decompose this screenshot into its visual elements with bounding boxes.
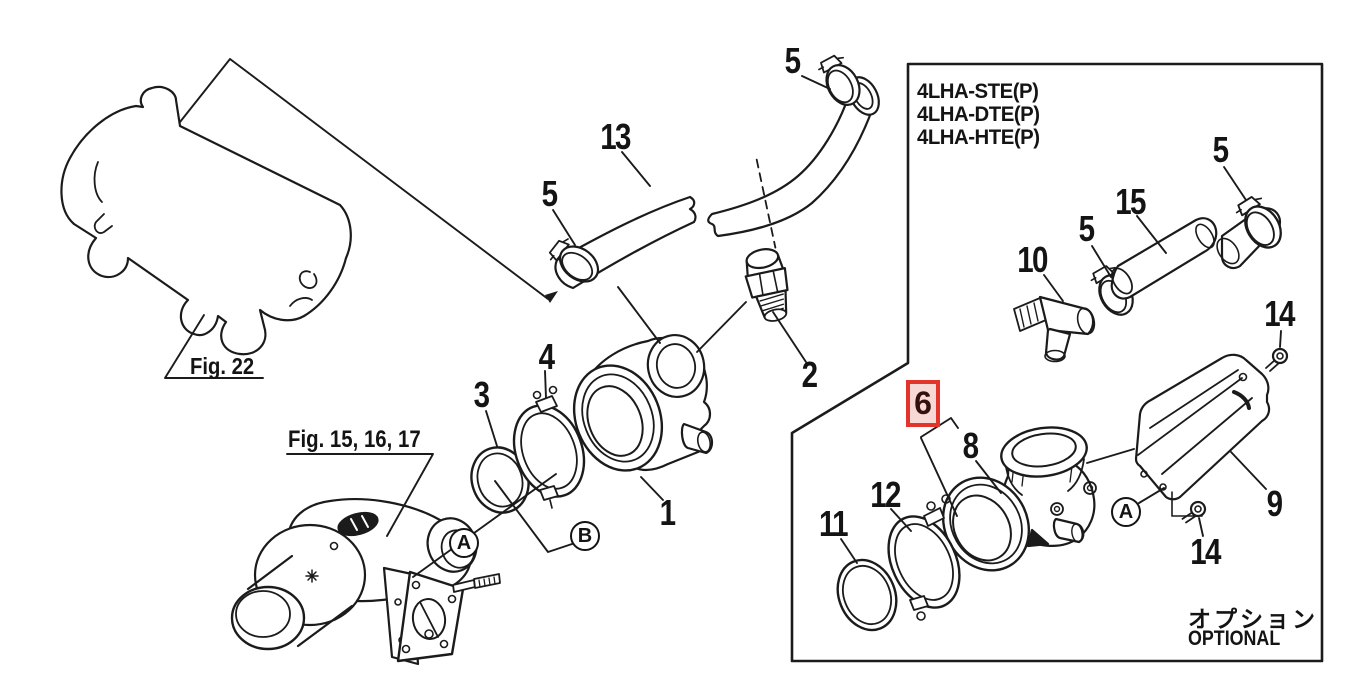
cock-10-drawing [1013, 295, 1096, 363]
figure-ref-22: Fig. 22 [190, 353, 255, 379]
connection-marker-a-panel: A [1111, 497, 1141, 527]
part-label-8[interactable]: 8 [962, 425, 979, 466]
part-label-5[interactable]: 5 [1078, 208, 1095, 249]
connection-marker-a-main: A [449, 528, 479, 558]
part-label-3[interactable]: 3 [473, 374, 490, 415]
highlighted-part-6[interactable]: 6 [906, 380, 940, 427]
hose-5-right-drawing [1216, 190, 1290, 270]
part-label-12[interactable]: 12 [870, 474, 901, 515]
model-name: 4LHA-STE(P) [917, 80, 1039, 103]
optional-panel-border [790, 62, 1324, 663]
part-label-15[interactable]: 15 [1115, 181, 1146, 222]
optional-label-english: OPTIONAL [1188, 627, 1281, 650]
part-label-13[interactable]: 13 [600, 116, 631, 157]
part-label-14[interactable]: 14 [1264, 293, 1295, 334]
part-label-11[interactable]: 11 [819, 503, 849, 544]
part-label-4[interactable]: 4 [538, 336, 555, 377]
leader-lines [164, 58, 1282, 578]
turbocharger-drawing [230, 498, 501, 666]
part-label-9[interactable]: 9 [1266, 483, 1283, 524]
part-label-2[interactable]: 2 [801, 354, 818, 395]
model-name: 4LHA-HTE(P) [917, 126, 1040, 149]
part-label-14[interactable]: 14 [1190, 531, 1221, 572]
part-label-5[interactable]: 5 [541, 173, 558, 214]
figure-ref-15-16-17: Fig. 15, 16, 17 [288, 426, 421, 453]
clamp-12-drawing [887, 494, 961, 621]
part-label-5[interactable]: 5 [1212, 129, 1229, 170]
model-name: 4LHA-DTE(P) [917, 103, 1040, 126]
fitting-2-drawing [744, 158, 789, 322]
part-label-10[interactable]: 10 [1017, 239, 1048, 280]
optional-label-japanese: オプション [1188, 606, 1318, 632]
connection-marker-b-main: B [570, 521, 600, 551]
gasket-3-drawing [470, 446, 530, 514]
muffler-drawing [60, 85, 352, 356]
mixing-elbow-1-drawing [572, 334, 714, 472]
bracket-9-drawing [1134, 353, 1271, 517]
gasket-11-drawing [836, 558, 898, 632]
tube-15-drawing [1110, 217, 1218, 300]
arrowhead [545, 291, 558, 303]
part-label-1[interactable]: 1 [659, 492, 676, 533]
mixing-elbow-8-drawing [941, 426, 1097, 572]
part-label-5[interactable]: 5 [784, 40, 801, 81]
model-list: 4LHA-STE(P) 4LHA-DTE(P) 4LHA-HTE(P) [917, 80, 1040, 149]
